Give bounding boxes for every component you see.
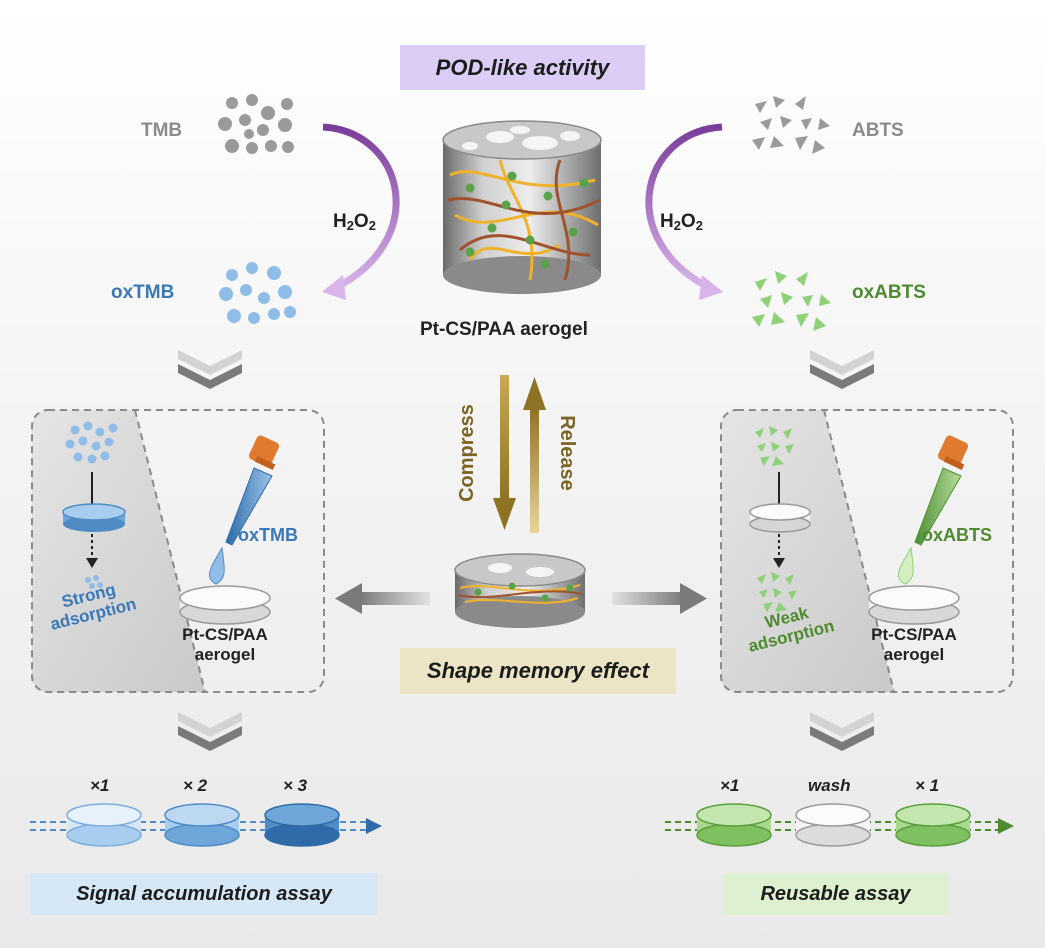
right-step-3: × 1: [915, 776, 940, 795]
pipette-icon: [914, 435, 969, 546]
abts-particles: [752, 96, 830, 154]
oxabts-particles: [752, 271, 831, 331]
right-adsorption-panel: [720, 409, 1014, 693]
release-arrowhead: [523, 377, 546, 410]
release-arrow-shaft: [530, 408, 539, 533]
oxabts-label: oxABTS: [852, 282, 926, 303]
title-banner: POD-like activity: [400, 45, 645, 90]
chevron-down-icon: [810, 712, 874, 751]
signal-assay-banner: Signal accumulation assay: [30, 873, 378, 915]
h2o2-label-right: H2O2: [660, 211, 703, 234]
droplet-icon: [208, 546, 225, 585]
left-step-3: × 3: [283, 776, 308, 795]
left-aerogel-label: Pt-CS/PAA aerogel: [182, 625, 268, 665]
release-label: Release: [555, 415, 578, 491]
reusable-sequence: [665, 803, 1014, 847]
signal-accumulation-sequence: [30, 803, 382, 847]
chevron-down-icon: [178, 712, 242, 751]
left-arrowhead: [335, 583, 362, 614]
signal-assay-label: Signal accumulation assay: [76, 882, 332, 905]
arrow-to-left-panel: [360, 592, 430, 605]
droplet-icon: [897, 546, 914, 585]
oxtmb-particles: [219, 262, 296, 324]
compress-arrow-shaft: [500, 375, 509, 500]
chevron-down-icon: [178, 350, 242, 389]
shape-memory-banner: Shape memory effect: [400, 648, 676, 694]
reusable-assay-banner-bg: [724, 873, 947, 915]
chevron-down-icon: [810, 350, 874, 389]
shape-memory-label: Shape memory effect: [426, 658, 650, 683]
arrow-to-right-panel: [612, 592, 682, 605]
left-step-1: ×1: [90, 776, 110, 795]
reusable-assay-banner: Reusable assay: [724, 873, 947, 915]
title-banner-bg: [400, 45, 645, 90]
abts-arrowhead: [699, 275, 723, 300]
right-reagent-label: oxABTS: [922, 525, 993, 545]
aerogel-cylinder-compressed: [454, 553, 586, 628]
reusable-assay-label: Reusable assay: [760, 882, 911, 905]
shape-memory-banner-bg: [400, 648, 676, 694]
aerogel-label: Pt-CS/PAA aerogel: [420, 319, 588, 340]
right-step-1: ×1: [720, 776, 740, 795]
abts-conversion-arrow: [645, 123, 723, 292]
left-reagent-label: oxTMB: [238, 525, 298, 545]
tmb-arrowhead: [322, 275, 346, 300]
h2o2-label-left: H2O2: [333, 211, 376, 234]
right-aerogel-label: Pt-CS/PAA aerogel: [871, 625, 957, 665]
compress-arrowhead: [493, 498, 516, 530]
tmb-particles: [218, 94, 294, 154]
left-adsorption-panel: [31, 409, 325, 693]
signal-assay-banner-bg: [30, 873, 378, 915]
right-step-2: wash: [808, 776, 851, 795]
tmb-label: TMB: [141, 120, 183, 141]
left-step-2: × 2: [183, 776, 208, 795]
pipette-icon: [225, 435, 280, 546]
page-title: POD-like activity: [435, 54, 610, 80]
compress-label: Compress: [455, 404, 478, 502]
tmb-conversion-arrow: [322, 123, 400, 292]
oxtmb-label: oxTMB: [111, 282, 175, 303]
abts-label: ABTS: [852, 120, 904, 141]
right-arrowhead: [680, 583, 707, 614]
aerogel-cylinder-tall: [442, 120, 602, 294]
